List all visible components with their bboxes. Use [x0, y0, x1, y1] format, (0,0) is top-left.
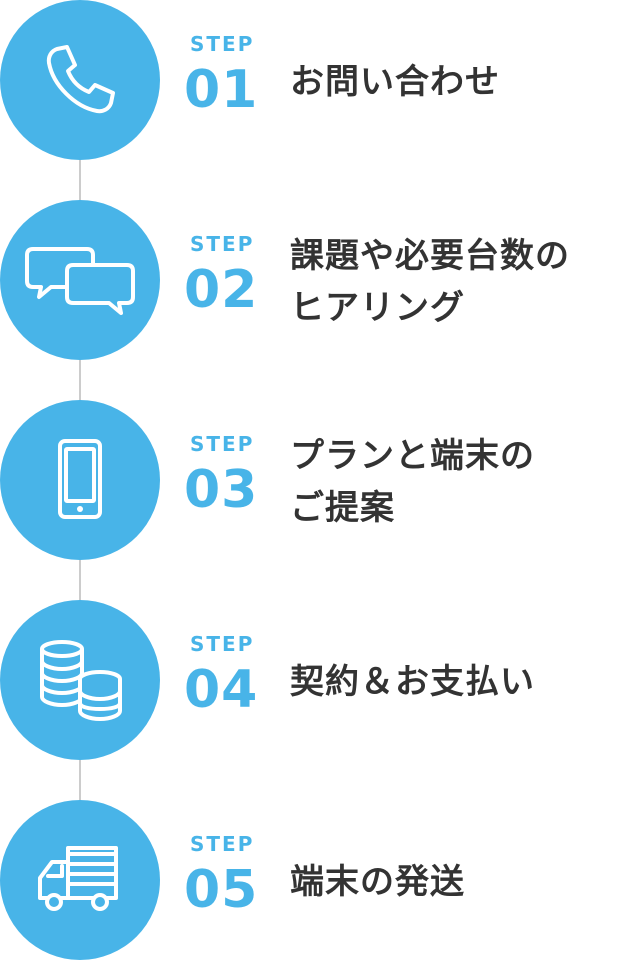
- step-03-number: 03: [184, 460, 259, 520]
- step-02-title-line-1: 課題や必要台数の: [290, 236, 570, 276]
- step-03-title-line-2: ご提案: [290, 488, 395, 528]
- step-02-number: 02: [184, 260, 259, 320]
- smartphone-icon: [50, 435, 110, 525]
- step-05: STEP 05 端末の発送: [0, 800, 630, 960]
- step-01-number: 01: [184, 60, 259, 120]
- step-01-title: お問い合わせ: [290, 56, 620, 108]
- step-03: STEP 03 プランと端末の ご提案: [0, 400, 630, 560]
- step-04-title-line-1: 契約＆お支払い: [290, 662, 535, 702]
- step-02-title: 課題や必要台数の ヒアリング: [290, 230, 620, 334]
- step-03-circle: [0, 400, 160, 560]
- step-05-label: STEP: [190, 832, 255, 856]
- step-01-circle: [0, 0, 160, 160]
- step-03-title-line-1: プランと端末の: [290, 436, 535, 476]
- coins-icon: [30, 635, 130, 725]
- step-04-circle: [0, 600, 160, 760]
- step-04-number: 04: [184, 660, 259, 720]
- step-05-circle: [0, 800, 160, 960]
- step-05-title-line-1: 端末の発送: [290, 862, 465, 902]
- step-03-label: STEP: [190, 432, 255, 456]
- step-05-number: 05: [184, 860, 259, 920]
- step-03-title: プランと端末の ご提案: [290, 430, 620, 534]
- delivery-truck-icon: [30, 840, 130, 920]
- step-02-circle: [0, 200, 160, 360]
- step-04-label: STEP: [190, 632, 255, 656]
- step-04: STEP 04 契約＆お支払い: [0, 600, 630, 760]
- step-05-title: 端末の発送: [290, 856, 620, 908]
- chat-bubbles-icon: [25, 235, 135, 325]
- step-01-title-line-1: お問い合わせ: [290, 62, 500, 102]
- step-02-label: STEP: [190, 232, 255, 256]
- step-01: STEP 01 お問い合わせ: [0, 0, 630, 160]
- step-02: STEP 02 課題や必要台数の ヒアリング: [0, 200, 630, 360]
- phone-icon: [35, 35, 125, 125]
- step-04-title: 契約＆お支払い: [290, 656, 620, 708]
- step-01-label: STEP: [190, 32, 255, 56]
- step-02-title-line-2: ヒアリング: [290, 288, 465, 328]
